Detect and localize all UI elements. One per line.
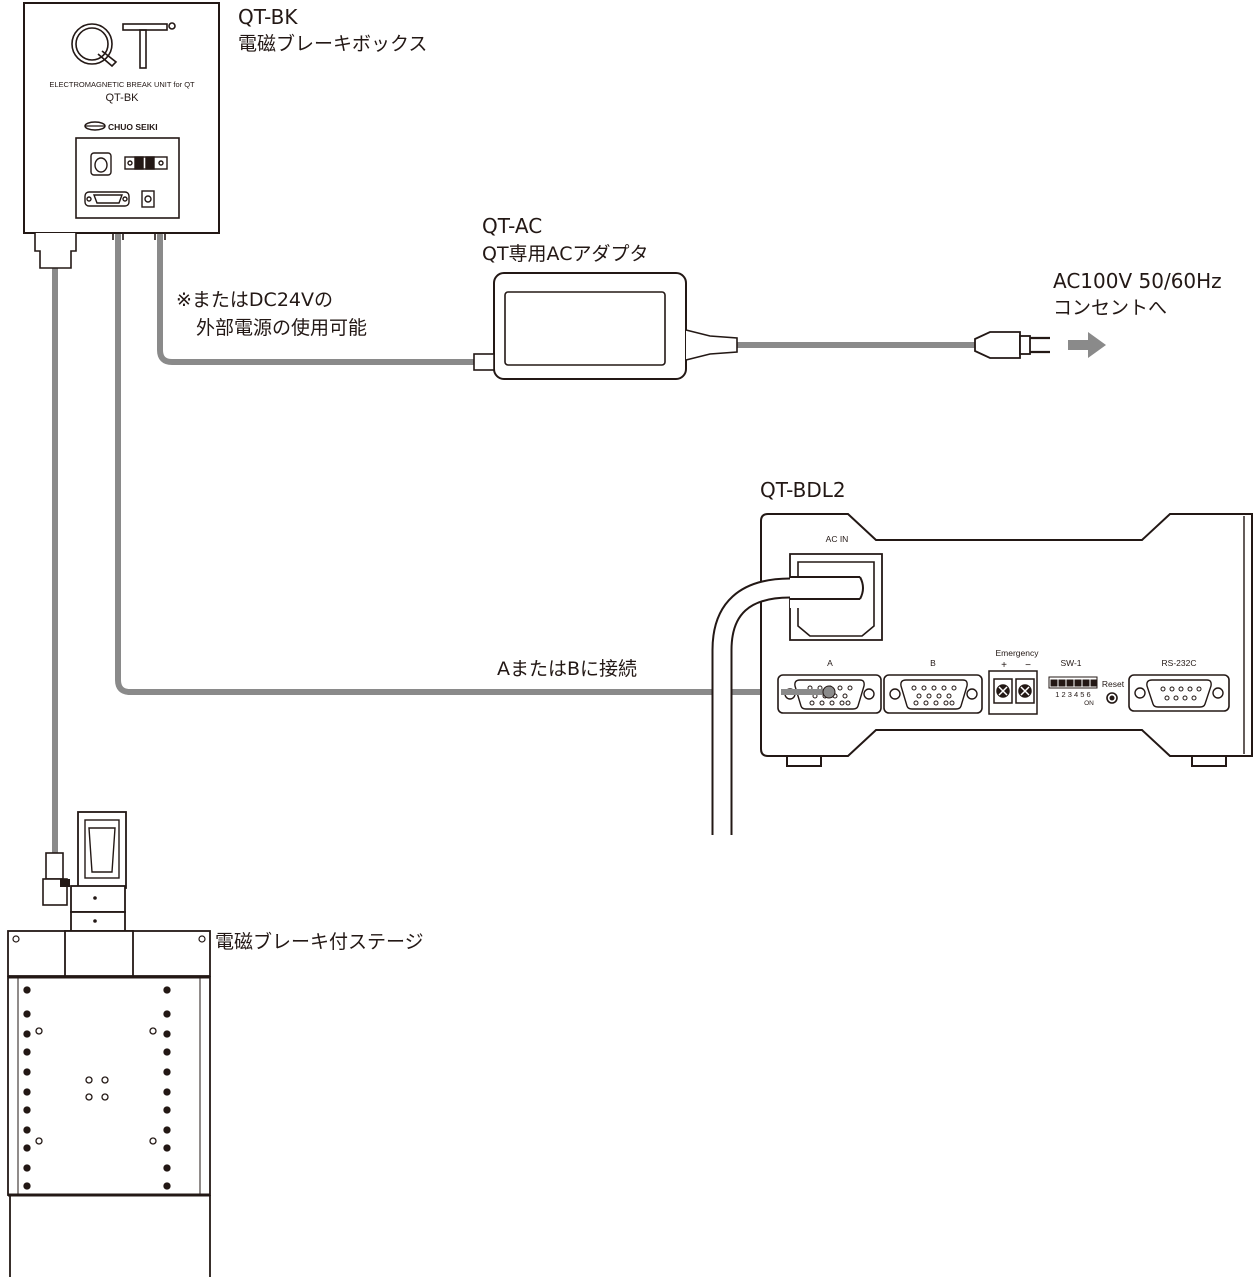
bdl2-rs232c-label: RS-232C <box>1162 658 1197 668</box>
bk-name-label: 電磁ブレーキボックス <box>238 33 428 55</box>
adapter-ac-strain-relief <box>685 329 738 361</box>
bdl2-sw-on: ON <box>1084 700 1094 707</box>
ac-plug-icon <box>974 331 1050 359</box>
ac-name-label: QT専用ACアダプタ <box>482 243 649 265</box>
bdl2-dip-switch <box>1048 676 1098 689</box>
bdl2-reset-button <box>1106 692 1118 704</box>
cable-plug-port-a <box>781 685 836 699</box>
stage-name-label: 電磁ブレーキ付ステージ <box>215 931 424 953</box>
bdl2-port-b-label: B <box>930 658 936 668</box>
note-line1-label: ※またはDC24Vの <box>176 289 333 311</box>
chuo-seiki-logo-icon: CHUO SEIKI <box>84 121 158 132</box>
bk-panel-model: QT-BK <box>105 92 139 104</box>
adapter-dc-plug <box>473 353 495 371</box>
cables <box>52 232 978 856</box>
bdl2-power-cord <box>711 576 864 838</box>
bk-round-connector <box>90 152 112 176</box>
bdl2-sw-label: SW-1 <box>1060 658 1081 668</box>
bdl2-emergency-minus: − <box>1025 660 1031 671</box>
bdl2-sw-numbers: 1 2 3 4 5 6 <box>1055 690 1090 699</box>
bdl2-port-rs232c <box>1128 674 1230 712</box>
bk-stage-connector <box>34 233 77 269</box>
power-line2-label: コンセントへ <box>1053 297 1168 319</box>
stage-screw-holes <box>23 986 171 1190</box>
port-b-pins <box>911 685 957 706</box>
note-line2-label: 外部電源の使用可能 <box>196 317 368 339</box>
bdl2-port-a-label: A <box>827 658 833 668</box>
bk-terminal-block <box>124 156 168 170</box>
bk-dc-jack <box>141 190 155 208</box>
qt-logo-icon <box>71 22 176 69</box>
stage-body <box>7 976 211 1196</box>
bdl2-ac-in-label: AC IN <box>826 534 849 544</box>
qt-bdl2-controller: AC IN A B Emergency + − <box>760 513 1253 767</box>
bk-panel-maker: CHUO SEIKI <box>108 122 158 132</box>
bdl2-port-b <box>883 674 983 714</box>
bk-dsub-connector <box>84 191 130 207</box>
cable-bk-to-controller <box>115 232 828 695</box>
bk-panel-desc: ELECTROMAGNETIC BREAK UNIT for QT <box>49 80 195 89</box>
power-line1-label: AC100V 50/60Hz <box>1053 269 1222 293</box>
bdl2-reset-label: Reset <box>1102 679 1125 689</box>
bdl2-emergency-plus: + <box>1001 660 1007 671</box>
bdl2-foot-right <box>1191 755 1227 767</box>
bdl2-emergency-label: Emergency <box>996 648 1040 658</box>
connect-label: AまたはBに接続 <box>497 658 638 680</box>
cable-bk-to-adapter <box>157 232 476 365</box>
qt-bk-box: ELECTROMAGNETIC BREAK UNIT for QT QT-BK … <box>23 2 220 269</box>
stage-cable-connector <box>45 852 64 880</box>
rs232c-pins <box>1160 686 1202 701</box>
bdl2-emergency-terminal <box>988 670 1038 715</box>
brake-stage <box>7 811 211 1277</box>
bdl2-foot-left <box>786 755 822 767</box>
qt-ac-adapter <box>473 272 738 380</box>
bk-model-label: QT-BK <box>238 5 298 29</box>
bdl-model-label: QT-BDL2 <box>760 478 846 502</box>
ac-model-label: QT-AC <box>482 214 543 238</box>
arrow-right-icon <box>1068 332 1106 358</box>
